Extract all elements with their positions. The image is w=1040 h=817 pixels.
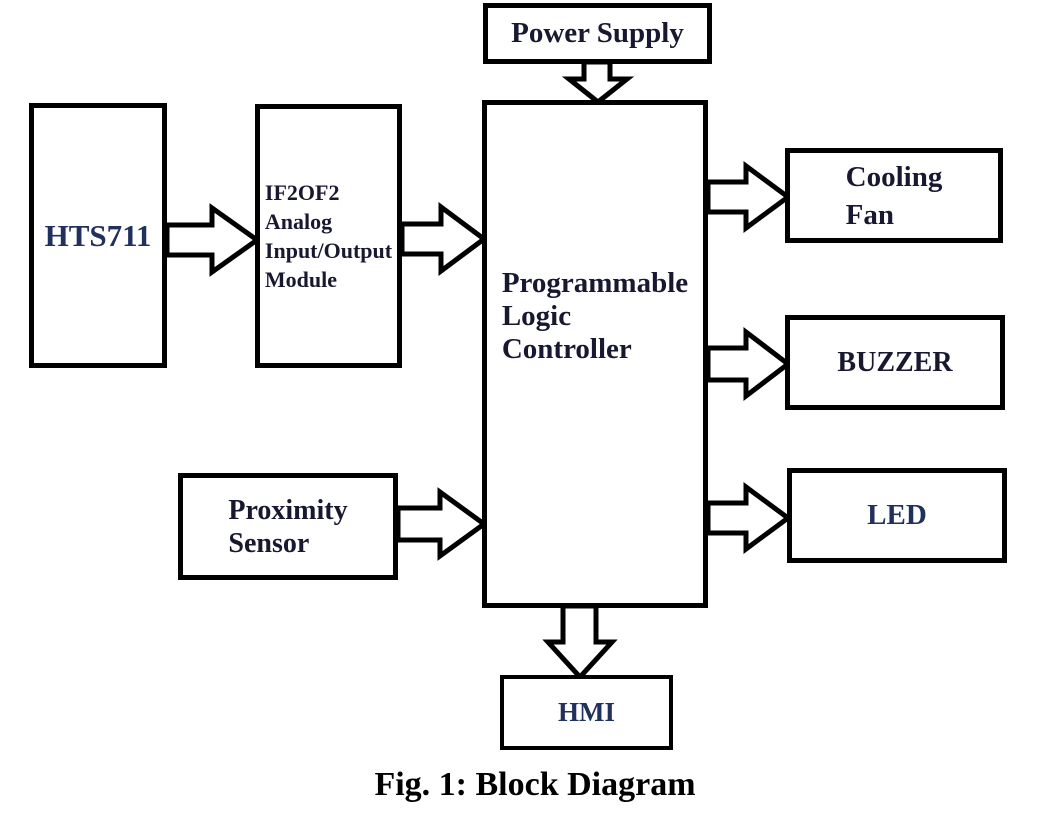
arrow-plc-to-hmi-icon	[542, 603, 618, 681]
arrow-plc-to-led-icon	[705, 482, 793, 554]
plc-label: Programmable Logic Controller	[501, 267, 689, 365]
box-io-module: IF2OF2 Analog Input/Output Module	[255, 104, 402, 368]
arrow-proximity-sensor-to-plc-icon	[395, 487, 489, 561]
io-module-label: IF2OF2 Analog Input/Output Module	[264, 180, 393, 292]
cooling-fan-label: Cooling Fan	[845, 160, 943, 231]
buzzer-label: BUZZER	[837, 346, 953, 378]
arrow-hts711-to-io-module-icon	[164, 203, 262, 277]
hts711-label: HTS711	[44, 217, 152, 253]
hmi-label: HMI	[558, 697, 615, 727]
arrow-io-module-to-plc-icon	[399, 202, 489, 276]
arrow-plc-to-cooling-fan-icon	[705, 161, 793, 233]
box-cooling-fan: Cooling Fan	[785, 148, 1003, 243]
proximity-sensor-label: Proximity Sensor	[228, 494, 348, 559]
arrow-power-supply-to-plc-icon	[561, 59, 635, 106]
led-label: LED	[867, 499, 927, 531]
figure-caption: Fig. 1: Block Diagram	[374, 766, 696, 803]
arrow-plc-to-buzzer-icon	[705, 326, 793, 402]
box-hmi: HMI	[500, 675, 673, 750]
box-plc: Programmable Logic Controller	[482, 100, 708, 608]
box-led: LED	[787, 468, 1007, 563]
box-power-supply: Power Supply	[483, 3, 712, 64]
box-buzzer: BUZZER	[785, 315, 1005, 410]
box-proximity-sensor: Proximity Sensor	[178, 473, 398, 580]
power-supply-label: Power Supply	[511, 17, 684, 49]
box-hts711: HTS711	[29, 103, 167, 368]
